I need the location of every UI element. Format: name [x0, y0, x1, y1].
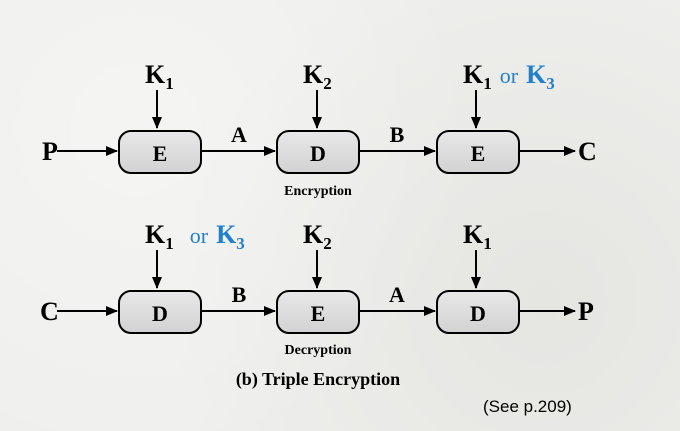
- dec-output-label: P: [578, 297, 594, 326]
- figure-caption: (b) Triple Encryption: [236, 369, 400, 390]
- enc-input-label: P: [42, 137, 58, 166]
- dec-key2-label: K2: [303, 220, 332, 253]
- dec-box-1-label: D: [152, 301, 168, 326]
- enc-box-3-label: E: [471, 141, 486, 166]
- enc-key1-label: K1: [145, 60, 174, 93]
- enc-output-label: C: [578, 137, 597, 166]
- dec-link-1-label: B: [232, 282, 247, 307]
- dec-key3-label: K1: [463, 220, 492, 253]
- enc-box-2-label: D: [310, 141, 326, 166]
- enc-key2-label: K2: [303, 60, 332, 93]
- dec-caption: Decryption: [285, 343, 352, 358]
- dec-box-3-label: D: [470, 301, 486, 326]
- dec-link-2-label: A: [389, 282, 405, 307]
- enc-link-1-label: A: [231, 122, 247, 147]
- dec-box-2-label: E: [311, 301, 326, 326]
- page-reference: (See p.209): [483, 397, 572, 416]
- enc-box-1-label: E: [153, 141, 168, 166]
- enc-caption: Encryption: [284, 184, 352, 199]
- enc-link-2-label: B: [390, 122, 405, 147]
- dec-input-label: C: [40, 297, 59, 326]
